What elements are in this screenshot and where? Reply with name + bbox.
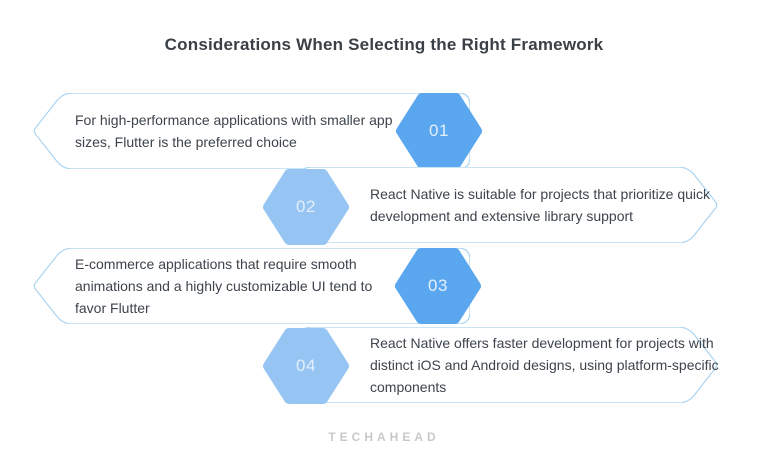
consideration-banner-1: For high-performance applications with s… bbox=[33, 93, 470, 169]
step-badge-2: 02 bbox=[263, 169, 349, 245]
step-number-3: 03 bbox=[428, 276, 448, 295]
step-badge-4: 04 bbox=[263, 328, 349, 404]
left-arrow-banner-shape bbox=[33, 93, 470, 169]
consideration-banner-2: React Native is suitable for projects th… bbox=[300, 167, 718, 243]
consideration-text-4: React Native offers faster development f… bbox=[370, 335, 719, 395]
consideration-banner-3: E-commerce applications that require smo… bbox=[33, 248, 470, 324]
consideration-text-2: React Native is suitable for projects th… bbox=[370, 186, 711, 224]
consideration-banner-4: React Native offers faster development f… bbox=[300, 327, 719, 403]
step-badge-1: 01 bbox=[396, 93, 482, 169]
step-badge-3: 03 bbox=[395, 248, 481, 324]
left-arrow-banner-shape bbox=[33, 248, 470, 324]
hexagon-icon bbox=[263, 169, 349, 245]
step-number-1: 01 bbox=[429, 121, 449, 140]
step-number-2: 02 bbox=[296, 197, 316, 216]
hexagon-icon bbox=[263, 328, 349, 404]
brand-logo: TECHAHEAD bbox=[328, 430, 440, 444]
hexagon-icon bbox=[396, 93, 482, 169]
page-title: Considerations When Selecting the Right … bbox=[164, 35, 604, 54]
hexagon-icon bbox=[395, 248, 481, 324]
consideration-text-3: E-commerce applications that require smo… bbox=[75, 256, 373, 316]
consideration-text-1: For high-performance applications with s… bbox=[75, 112, 393, 150]
step-number-4: 04 bbox=[296, 356, 316, 375]
